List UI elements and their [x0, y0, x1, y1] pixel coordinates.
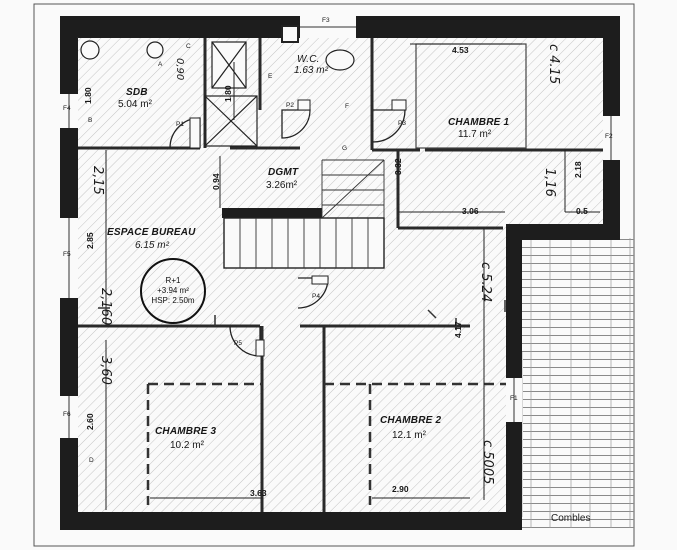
floor-hatch [78, 38, 603, 512]
room-area-chambre1: 11.7 m² [458, 129, 492, 140]
handwritten-c524: c 5.24 [478, 262, 493, 303]
handwritten-090: 0,90 [174, 58, 185, 81]
door-tag-p2: P2 [286, 102, 294, 109]
level-ceiling-height: HSP: 2.50m [151, 296, 195, 305]
level-info-circle: R+1 +3.94 m² HSP: 2.50m [140, 258, 206, 324]
window-tag-f5: F5 [63, 251, 71, 258]
wall-tag-e: E [268, 73, 273, 80]
dim-332: 3.32 [393, 158, 403, 175]
door-tag-p4: P4 [312, 293, 320, 300]
window-tag-f3: F3 [322, 17, 330, 24]
dim-290: 2.90 [392, 484, 409, 494]
dim-363: 3.63 [250, 488, 267, 498]
door-tag-p1: P1 [176, 121, 184, 128]
level-added-area: +3.94 m² [157, 286, 189, 295]
window-tag-f4: F4 [63, 105, 71, 112]
wall-tag-g: G [342, 145, 348, 152]
dim-260: 2.60 [85, 413, 95, 430]
door-tag-p3: P3 [398, 120, 406, 127]
stair-steps [239, 159, 385, 268]
dim-285: 2.85 [85, 232, 95, 249]
stair-wall [222, 208, 322, 218]
window-tag-f1: F1 [510, 395, 518, 402]
room-area-bureau: 6.15 m² [135, 240, 169, 251]
wall-tag-d: D [89, 457, 94, 464]
room-name-chambre3: CHAMBRE 3 [155, 426, 217, 437]
room-name-combles: Combles [551, 513, 591, 524]
room-name-sdb: SDB [126, 87, 148, 98]
room-area-dgmt: 3.26m² [266, 180, 298, 191]
room-name-chambre1: CHAMBRE 1 [448, 117, 510, 128]
room-area-chambre2: 12.1 m² [392, 430, 426, 441]
combles-deck [522, 238, 634, 528]
room-area-wc: 1.63 m² [294, 65, 328, 76]
door-tag-p5: P5 [234, 340, 242, 347]
dim-180-mid: 1.80 [223, 85, 233, 102]
dim-180-left: 1.80 [83, 87, 93, 104]
tick-marks [98, 300, 506, 330]
wall-tag-b: B [88, 117, 93, 124]
wall-tag-c: C [186, 43, 191, 50]
dim-218: 2.18 [573, 161, 583, 178]
bath-cross [204, 95, 258, 147]
window-tag-f2: F2 [605, 133, 613, 140]
dim-05: 0.5 [576, 206, 588, 216]
room-name-wc: W.C. [297, 54, 320, 65]
handwritten-c415: c 4.15 [546, 44, 561, 85]
dim-094: 0.94 [211, 173, 221, 190]
room-name-bureau: ESPACE BUREAU [107, 227, 196, 238]
dim-306: 3.06 [462, 206, 479, 216]
dim-453: 4.53 [452, 45, 469, 55]
handwritten-c5005: c 5005 [480, 440, 495, 485]
window-tag-f6: F6 [63, 411, 71, 418]
handwritten-116: 1,16 [542, 168, 557, 197]
handwritten-2115: 2,15 [90, 166, 105, 195]
room-area-sdb: 5.04 m² [118, 99, 152, 110]
bath-fixtures [80, 25, 355, 89]
door-leaves [189, 99, 407, 357]
dimension-lines [105, 43, 600, 510]
exterior-walls [60, 16, 620, 530]
dashed-lines [146, 382, 506, 505]
room-name-dgmt: DGMT [268, 167, 299, 178]
dim-417: 4.17 [453, 321, 463, 338]
handwritten-360: 3,60 [98, 356, 113, 385]
room-name-chambre2: CHAMBRE 2 [380, 415, 442, 426]
wall-tag-a: A [158, 61, 163, 68]
wall-tag-f: F [345, 103, 349, 110]
level-label: R+1 [165, 276, 181, 285]
handwritten-2160: 2,160 [98, 288, 113, 326]
room-area-chambre3: 10.2 m² [170, 440, 204, 451]
